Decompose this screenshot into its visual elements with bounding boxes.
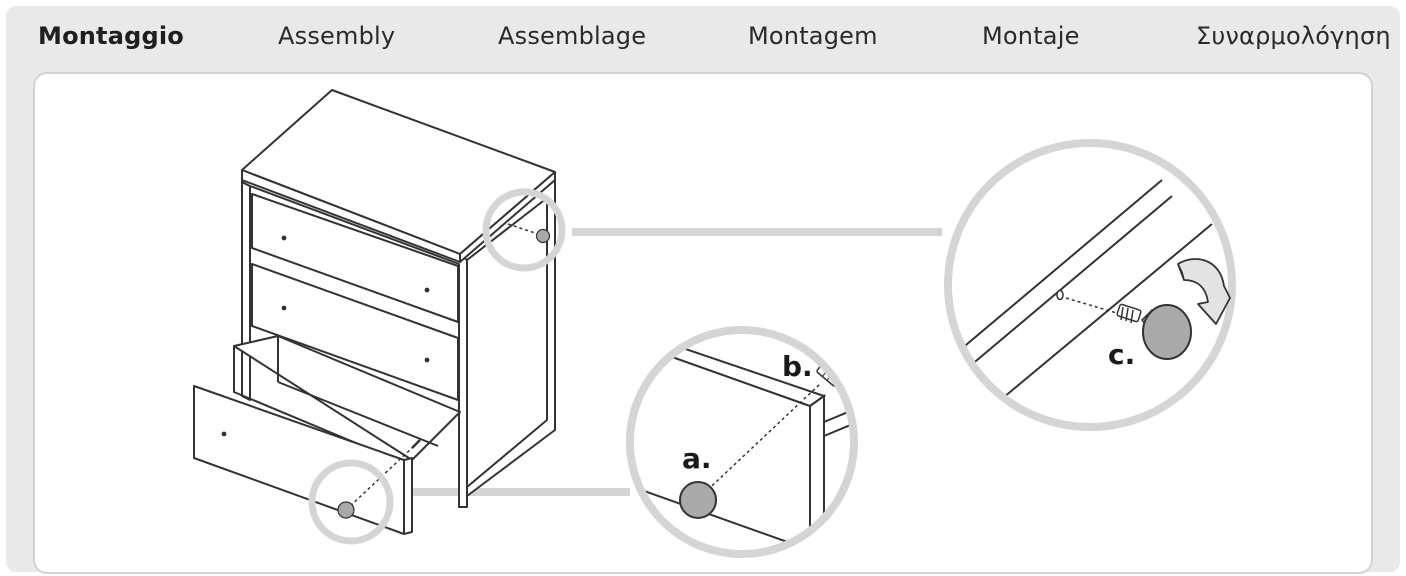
callout-a: a. bbox=[682, 442, 712, 475]
tab-spanish[interactable]: Montaje bbox=[982, 22, 1080, 50]
zoom-circle-drawer bbox=[626, 326, 858, 558]
highlight-circle-drawer bbox=[308, 459, 394, 545]
connector-lines bbox=[387, 228, 942, 496]
drawer-pin bbox=[337, 439, 421, 519]
assembly-illustration: a. b. c. bbox=[193, 89, 1236, 558]
tab-french[interactable]: Assemblage bbox=[498, 22, 647, 50]
language-tabs: Montaggio Assembly Assemblage Montagem M… bbox=[0, 0, 1406, 70]
callout-b: b. bbox=[782, 350, 813, 383]
tab-italian[interactable]: Montaggio bbox=[38, 22, 184, 50]
zoom-side-detail bbox=[948, 143, 1232, 427]
callout-c: c. bbox=[1108, 338, 1135, 371]
tab-portuguese[interactable]: Montagem bbox=[748, 22, 878, 50]
zoom-drawer-detail bbox=[630, 330, 854, 554]
illustration-panel: a. b. c. bbox=[33, 72, 1373, 574]
dresser bbox=[193, 89, 556, 535]
rotate-arrow-icon bbox=[1177, 258, 1231, 325]
zoom-circle-side bbox=[944, 139, 1236, 431]
tab-greek[interactable]: Συναρμολόγηση bbox=[1196, 22, 1391, 50]
tab-english[interactable]: Assembly bbox=[278, 22, 396, 50]
side-knob bbox=[507, 223, 551, 244]
highlight-circle-side bbox=[482, 188, 566, 272]
